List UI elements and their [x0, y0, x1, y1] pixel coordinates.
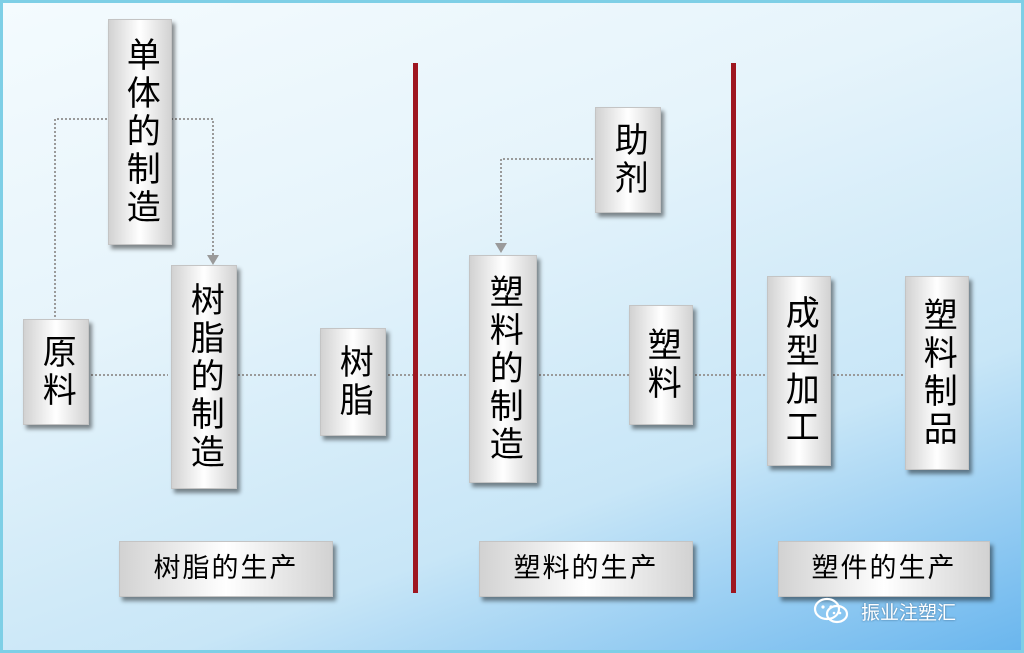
box-raw-material: 原料: [23, 319, 89, 425]
watermark-text: 振业注塑汇: [861, 601, 957, 624]
wechat-icon: [813, 597, 849, 624]
connector-monomer-to-resin-making: [171, 118, 214, 263]
stage-label-part-production: 塑件的生产: [778, 541, 990, 597]
connector-additive-to-plastic-making: [500, 158, 593, 251]
connector-lines: [54, 118, 903, 376]
arrowhead-resin-making-top: [207, 255, 219, 265]
stage-label-plastic-production: 塑料的生产: [479, 541, 693, 597]
box-resin-making: 树脂的制造: [171, 265, 237, 489]
box-additive: 助剂: [595, 107, 661, 213]
box-resin: 树脂: [320, 328, 386, 436]
divider-line-2: [731, 63, 736, 593]
box-plastic-making: 塑料的制造: [469, 255, 537, 483]
arrowhead-plastic-making-top: [495, 243, 507, 253]
connector-raw-to-monomer: [54, 118, 111, 321]
box-plastic: 塑料: [629, 305, 693, 425]
divider-line-1: [413, 63, 418, 593]
stage-label-resin-production: 树脂的生产: [119, 541, 333, 597]
watermark: 振业注塑汇: [813, 597, 956, 625]
box-plastic-products: 塑料制品: [905, 276, 969, 470]
box-monomer-making: 单体的制造: [108, 19, 172, 245]
box-molding: 成型加工: [767, 276, 831, 466]
